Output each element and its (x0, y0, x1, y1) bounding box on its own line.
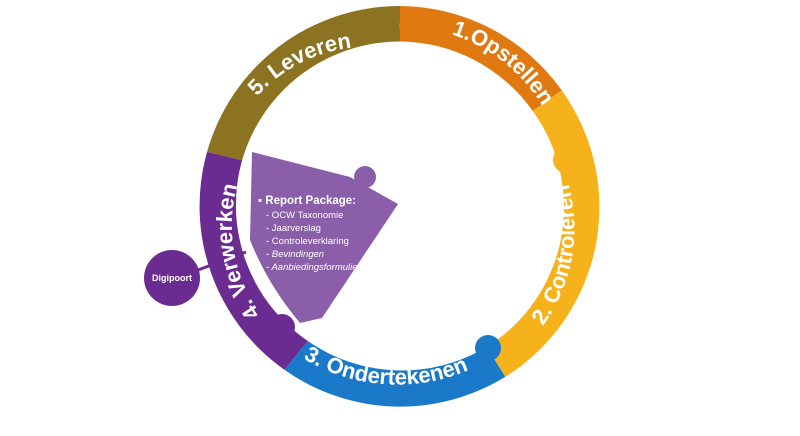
segment-opstellen (400, 6, 562, 111)
digipoort-node (144, 250, 200, 306)
segment-ondertekenen (284, 341, 506, 407)
knob-leveren (224, 119, 250, 145)
panel-item: - OCW Taxonomie (266, 210, 343, 221)
report-package-panel (250, 152, 398, 323)
panel-item: - Controleverklaring (266, 236, 349, 247)
segment-controleren (486, 90, 600, 377)
knob-controleren (553, 147, 579, 173)
segment-verwerken (199, 151, 308, 370)
knob-opstellen (399, 13, 425, 39)
panel-item: - Aanbiedingsformulier (266, 262, 362, 273)
panel-item: - Bevindingen (266, 249, 324, 260)
knob-verwerken (269, 314, 295, 340)
panel-item: - Jaarverslag (266, 223, 321, 234)
panel-title: ▪ Report Package: (258, 195, 356, 207)
panel-knob (354, 166, 376, 188)
knob-ondertekenen (475, 335, 501, 361)
segment-leveren (207, 5, 400, 161)
digipoort-label: Digipoort (152, 273, 192, 283)
